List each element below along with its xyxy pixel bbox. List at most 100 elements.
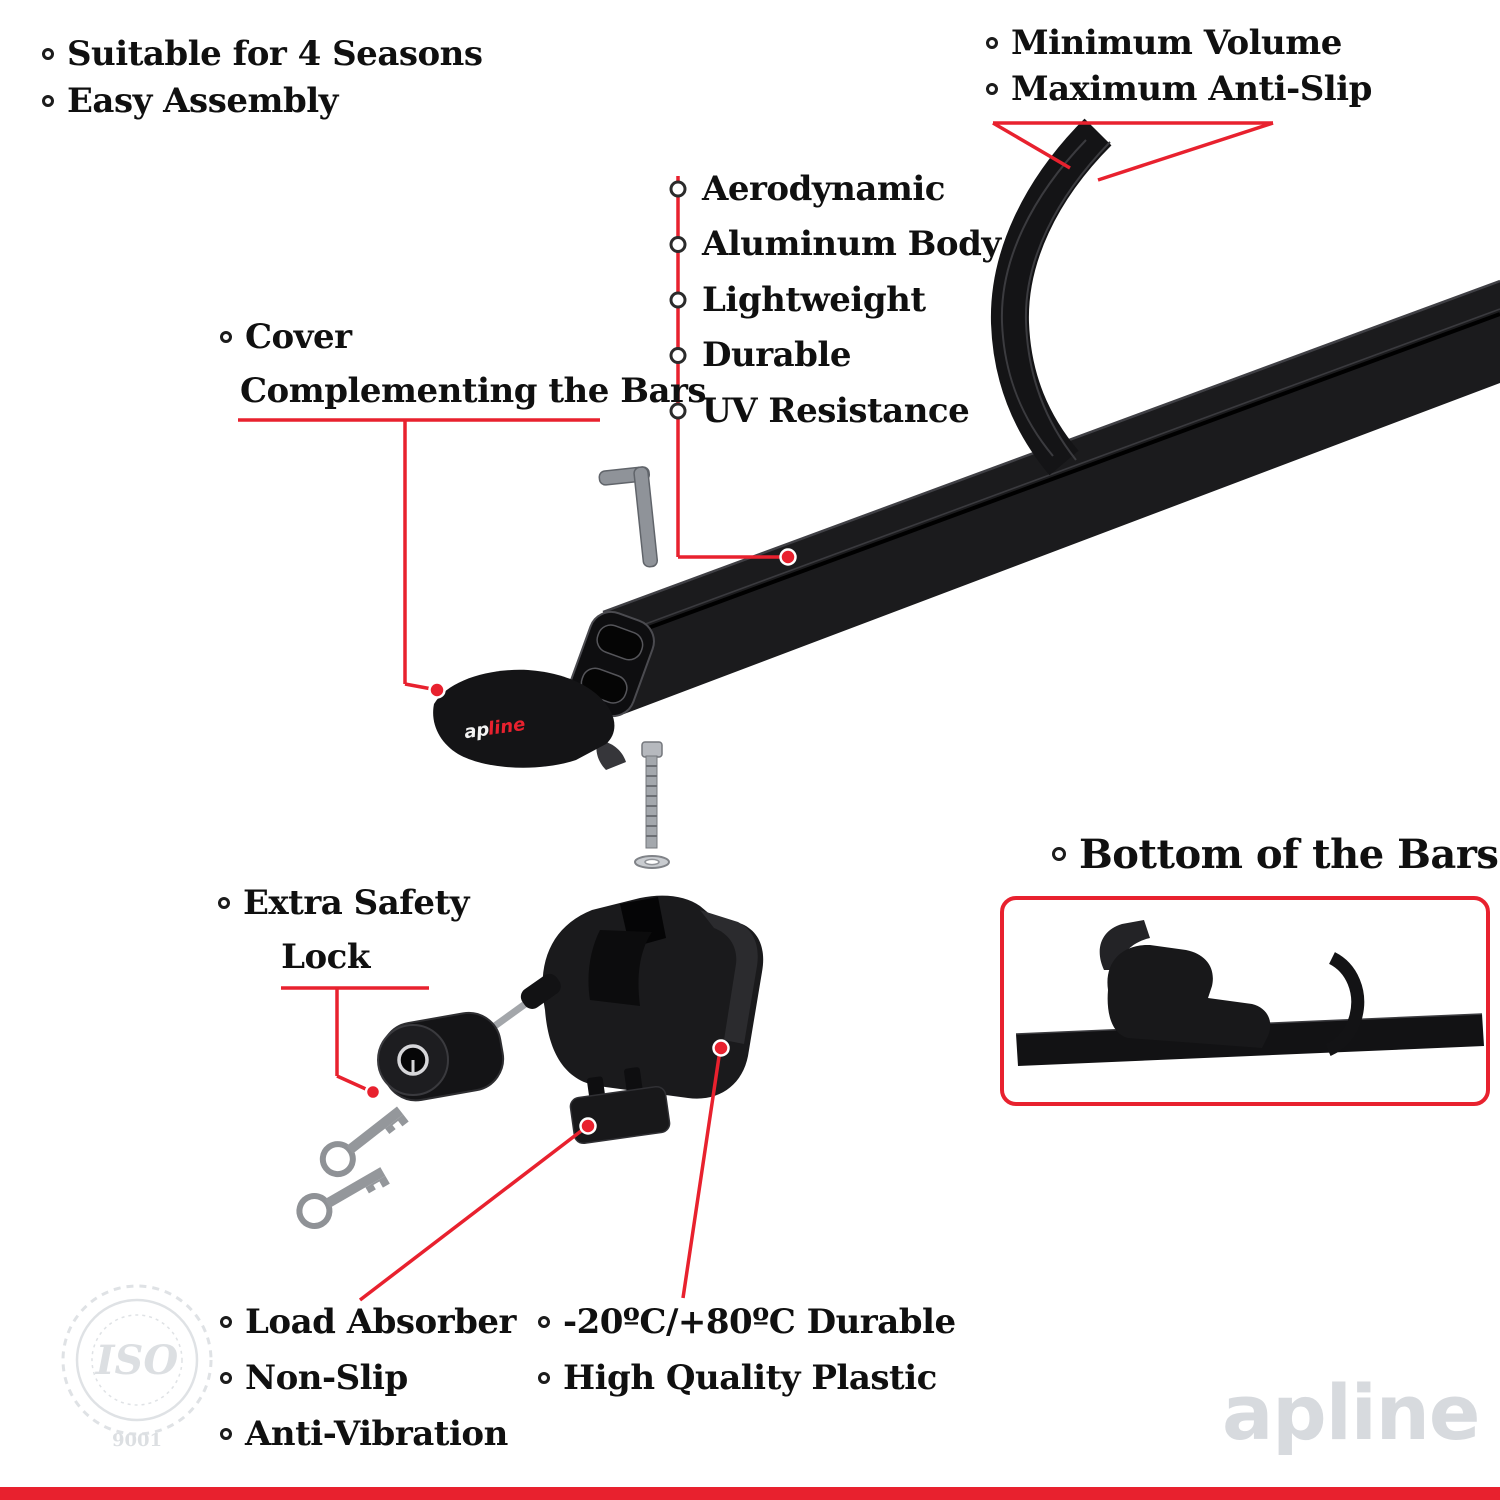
list-item: UV Resistance: [702, 383, 1001, 439]
benefit-label: Minimum Volume: [1011, 23, 1342, 63]
connector-strip-right-diagonal: [1097, 121, 1274, 182]
feature-list-markers: [669, 180, 687, 420]
bottom-bars-heading: Bottom of the Bars: [1052, 826, 1499, 882]
connector-dot-foot: [712, 1039, 730, 1057]
list-item: Aluminum Body: [702, 217, 1001, 273]
benefit-label: Load Absorber: [245, 1302, 516, 1342]
inset-clamp-hook: [1099, 920, 1150, 970]
connector-strip-left-diagonal: [992, 121, 1071, 170]
benefit-label: High Quality Plastic: [563, 1358, 937, 1398]
connector-material-diagonal: [681, 1049, 722, 1299]
strip-benefits-list: Minimum Volume Maximum Anti-Slip: [986, 20, 1372, 112]
foot-clamp: [542, 895, 764, 1099]
lock-pin-knob-body: [520, 973, 561, 1009]
foot-channel: [588, 930, 652, 1006]
benefit-label: -20ºC/+80ºC Durable: [563, 1302, 956, 1342]
load-absorber-body: [569, 1085, 671, 1145]
label-line: Lock: [218, 930, 433, 984]
rubber-strip: [990, 118, 1112, 476]
connector-cover-elbow: [404, 682, 433, 691]
iso-watermark: ISO 9001: [61, 1284, 213, 1451]
iso-stamp-inner-ring: [91, 1314, 183, 1406]
bullet-icon: [220, 331, 232, 343]
material-benefits-list: -20ºC/+80ºC Durable High Quality Plastic: [538, 1294, 956, 1406]
connector-dot-bar: [779, 548, 797, 566]
iso-stamp-subtitle: 9001: [112, 1430, 162, 1451]
cover-label-line2: Complementing the Bars: [240, 371, 707, 411]
label-line: Extra Safety: [218, 876, 469, 930]
bullet-icon: [986, 83, 998, 95]
cover-label-line1: Cover: [245, 317, 352, 357]
feature-bullet-icon: [669, 347, 687, 364]
benefit-label: Non-Slip: [245, 1358, 408, 1398]
cover-logo: ap line: [463, 714, 527, 743]
list-item: Minimum Volume: [986, 20, 1372, 66]
rubber-strip-body: [990, 118, 1112, 476]
bottom-bars-heading-label: Bottom of the Bars: [1079, 830, 1499, 878]
list-item: Aerodynamic: [702, 161, 1001, 217]
crossbar-slot-groove: [639, 312, 1500, 633]
rubber-strip-rib-right: [1024, 141, 1111, 461]
benefit-label: Suitable for 4 Seasons: [67, 33, 483, 74]
list-item: Suitable for 4 Seasons: [42, 30, 483, 77]
end-cap-upper-channel: [596, 624, 644, 661]
feature-label: Durable: [702, 335, 851, 376]
bullet-icon: [42, 47, 54, 60]
key-blade: [324, 1167, 386, 1208]
key-blade: [346, 1106, 404, 1154]
key-icon: [296, 1167, 390, 1229]
feature-label: UV Resistance: [702, 390, 970, 431]
benefit-label: Anti-Vibration: [245, 1414, 508, 1454]
bullet-icon: [220, 1372, 232, 1384]
connector-absorber-diagonal: [358, 1126, 587, 1302]
inset-box: [1000, 896, 1490, 1106]
list-item: Non-Slip: [220, 1350, 516, 1406]
label-line: Bottom of the Bars: [1052, 826, 1499, 882]
list-item: Anti-Vibration: [220, 1406, 516, 1462]
lock-label-line1: Extra Safety: [243, 883, 469, 923]
feature-bullet-icon: [669, 402, 687, 420]
lock-pin-shaft: [488, 998, 532, 1032]
allen-key-long-arm: [633, 466, 659, 568]
bullet-icon: [220, 1428, 232, 1440]
list-item: Lightweight: [702, 272, 1001, 328]
bolt-head: [641, 741, 663, 758]
feature-bullet-icon: [669, 236, 687, 253]
key-icon: [319, 1106, 409, 1178]
bolt-threads: [646, 765, 657, 837]
keys: [296, 1106, 409, 1229]
lock-pin-knob: [520, 973, 561, 1009]
mounting-bolt: [634, 741, 670, 869]
cover-piece: ap line: [433, 669, 626, 770]
list-item: Load Absorber: [220, 1294, 516, 1350]
key-head: [296, 1193, 333, 1229]
bullet-icon: [1052, 847, 1066, 861]
bullet-icon: [220, 1316, 232, 1328]
foot-facet-highlight: [700, 910, 758, 1044]
connector-dot-lock: [364, 1083, 382, 1101]
bar-feature-list: Aerodynamic Aluminum Body Lightweight Du…: [702, 161, 1001, 439]
list-item: Easy Assembly: [42, 77, 483, 124]
washer-hole: [644, 858, 660, 866]
allen-key-icon: [598, 466, 659, 568]
bottom-bars-inset: [1000, 896, 1490, 1106]
feature-label: Aerodynamic: [702, 168, 945, 209]
cover-logo-suffix: line: [487, 714, 527, 740]
connector-dot-absorber: [579, 1117, 597, 1135]
rubber-strip-rib-left: [1000, 139, 1087, 457]
crossbar-slot-highlight: [639, 308, 1500, 627]
list-item: Durable: [702, 328, 1001, 384]
lock-label-line2: Lock: [281, 937, 370, 977]
iso-stamp-mid-ring: [75, 1298, 199, 1422]
key-teeth: [385, 1114, 409, 1135]
connector-lines: [238, 121, 1274, 1302]
bolt-shaft: [645, 755, 658, 849]
feature-label: Aluminum Body: [702, 224, 1001, 265]
label-line: Cover: [220, 310, 706, 364]
feature-label: Lightweight: [702, 279, 926, 320]
iso-stamp-outer-ring: [61, 1284, 213, 1436]
crossbar-body: [594, 282, 1500, 714]
bullet-icon: [42, 94, 54, 107]
